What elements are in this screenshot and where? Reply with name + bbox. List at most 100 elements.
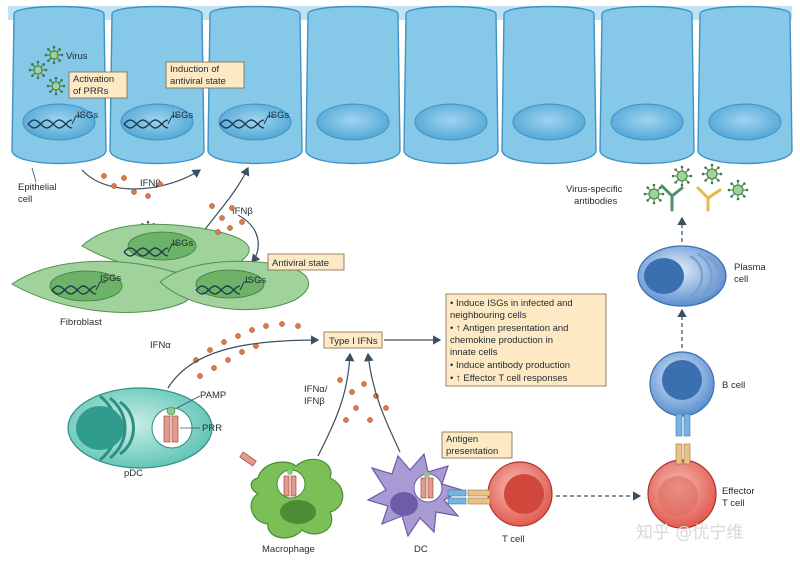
epithelial-cell [501,5,597,165]
isgs-label-fib1: ISGs [172,238,193,249]
ifnb-arrow-epi [81,169,201,190]
macrophage-label: Macrophage [262,544,315,555]
effector-label-2: T cell [722,498,745,509]
isgs-label-1: ISGs [77,110,98,121]
dna-helix [27,115,82,129]
fibroblast-label: Fibroblast [60,317,102,328]
ifn-dots [101,173,389,423]
ifn-dot [367,417,373,423]
virus-particle [46,76,66,96]
dna-icon [27,115,274,295]
b-cell [649,351,715,437]
macrophage-cell [239,451,344,539]
ifn-dot [361,381,367,387]
type1-ifn-box: Type I IFNs [323,331,383,349]
dna-helix [51,281,106,295]
ifn-dot [207,347,213,353]
antigen-line2: presentation [446,446,498,457]
ifn-dot [249,327,255,333]
virus-particle [28,60,48,80]
pdc-label: pDC [124,468,143,479]
outcome-3: • ↑ Antigen presentation and [450,323,568,334]
ifn-dot [211,365,217,371]
epithelial-cell [109,5,205,165]
dna-helix [195,281,250,295]
pamp-label: PAMP [200,390,226,401]
ifn-dot [227,225,233,231]
epithelium [8,5,793,165]
pdc-cell [67,387,213,469]
ifnb-label-1: IFNβ [140,178,161,189]
isgs-label-fib3: ISGs [245,275,266,286]
effector-label-1: Effector [722,486,755,497]
ifn-dot [337,377,343,383]
bcell-label: B cell [722,380,745,391]
virus-particle [643,183,665,205]
antibodies-label-1: Virus-specific [566,184,623,195]
dna-helix [219,115,274,129]
ifn-dot [225,357,231,363]
antibody-icon [660,184,722,212]
ifn-dot [353,405,359,411]
prr-label: PRR [202,423,222,434]
watermark: 知乎 @优宁维 [636,523,743,543]
ifn-dot [197,373,203,379]
outcome-4: chemokine production in [450,335,553,346]
ifna-label: IFNα [150,340,171,351]
ifn-dot [235,333,241,339]
activation-line1: Activation [73,74,114,85]
antigen-line1: Antigen [446,434,478,445]
dc-cell [366,452,467,538]
antiviral-state-box: Antiviral state [267,253,345,271]
ifnb-arrow-fib [199,166,250,237]
dna-helix [123,243,178,257]
dc-arrow [363,352,401,453]
isgs-label-fib2: ISGs [100,273,121,284]
ifn-dot [279,321,285,327]
ifnb-label-2: IFNβ [232,206,253,217]
ifn-dot [239,219,245,225]
ifn-dot [239,349,245,355]
effector-t-cell [647,443,717,529]
ifn-dot [215,229,221,235]
virus-particle [44,45,64,65]
virus-particle [671,165,693,187]
isgs-label-3: ISGs [268,110,289,121]
antigen-box: Antigen presentation [441,431,513,459]
ifn-dot [145,193,151,199]
ifn-dot [383,405,389,411]
induction-box: Induction of antiviral state [165,61,245,89]
activation-line2: of PRRs [73,86,109,97]
ifnb-arrow-fib2 [237,214,261,263]
ifn-dot [349,389,355,395]
ifn-dot [295,323,301,329]
ifn-dot [111,183,117,189]
induction-line1: Induction of [170,64,219,75]
plasma-cell [637,245,727,307]
type1-ifn-text: Type I IFNs [329,336,378,347]
epithelial-cell [305,5,401,165]
macrophage-arrow [317,352,355,457]
ifn-dot [219,215,225,221]
outcome-6: • Induce antibody production [450,360,570,371]
plasma-label-2: cell [734,274,748,285]
plasma-label-1: Plasma [734,262,766,273]
outcome-1: • Induce ISGs in infected and [450,298,573,309]
epithelial-cell [599,5,695,165]
dc-label: DC [414,544,428,555]
outcome-5: innate cells [450,347,498,358]
ifn-dot [101,173,107,179]
activation-box: Activation of PRRs [68,71,128,99]
outcomes-box: • Induce ISGs in infected and neighbouri… [445,293,607,387]
ifn-dot [209,203,215,209]
ifn-dot [343,417,349,423]
tcell-label: T cell [502,534,525,545]
epithelial-label-2: cell [18,194,32,205]
antiviral-state-text: Antiviral state [272,258,329,269]
virus-particle [727,179,749,201]
epithelial-label-1: Epithelial [18,182,57,193]
outcome-2: neighbouring cells [450,310,527,321]
induction-line2: antiviral state [170,76,226,87]
